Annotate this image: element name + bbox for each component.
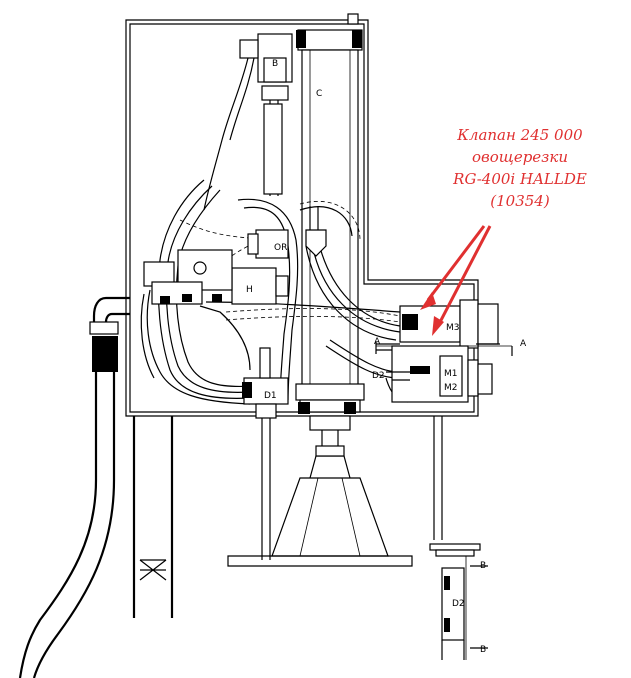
valve-callout: Клапан 245 000 овощерезки RG-400i HALLDE… xyxy=(425,124,615,212)
label-a-right: A xyxy=(520,339,527,349)
section-a-marks xyxy=(375,342,513,356)
label-b-right-2: B xyxy=(480,645,486,655)
label-b-right-1: B xyxy=(480,561,486,571)
label-m1: M1 xyxy=(444,369,458,379)
red-arrows xyxy=(420,225,492,336)
label-m2: M2 xyxy=(444,383,458,393)
base-cone xyxy=(227,415,413,567)
label-m3: M3 xyxy=(446,323,460,333)
label-b-top: B xyxy=(272,59,278,69)
cylinder-c xyxy=(295,29,365,414)
label-d2-right: D2 xyxy=(452,599,465,609)
label-h: H xyxy=(246,285,253,295)
label-c: C xyxy=(316,89,322,99)
callout-line-3: RG-400i HALLDE xyxy=(453,170,587,188)
valve-b-top xyxy=(203,33,293,211)
callout-line-1: Клапан 245 000 xyxy=(457,126,583,144)
callout-line-4: (10354) xyxy=(490,192,550,210)
callout-line-2: овощерезки xyxy=(472,148,568,166)
left-hose xyxy=(18,296,130,678)
label-or: OR xyxy=(274,243,287,253)
valve-h xyxy=(143,249,289,305)
cabinet-outline xyxy=(125,13,479,417)
stand-legs xyxy=(132,416,443,618)
valve-or xyxy=(247,206,327,259)
label-a-left: A xyxy=(374,337,381,347)
valve-m3 xyxy=(376,299,512,351)
valve-m1-m2 xyxy=(386,345,493,403)
d1-unit xyxy=(242,347,289,419)
label-d1: D1 xyxy=(264,391,277,401)
detail-b-b xyxy=(429,543,488,660)
label-d2-left: D2 xyxy=(372,371,385,381)
